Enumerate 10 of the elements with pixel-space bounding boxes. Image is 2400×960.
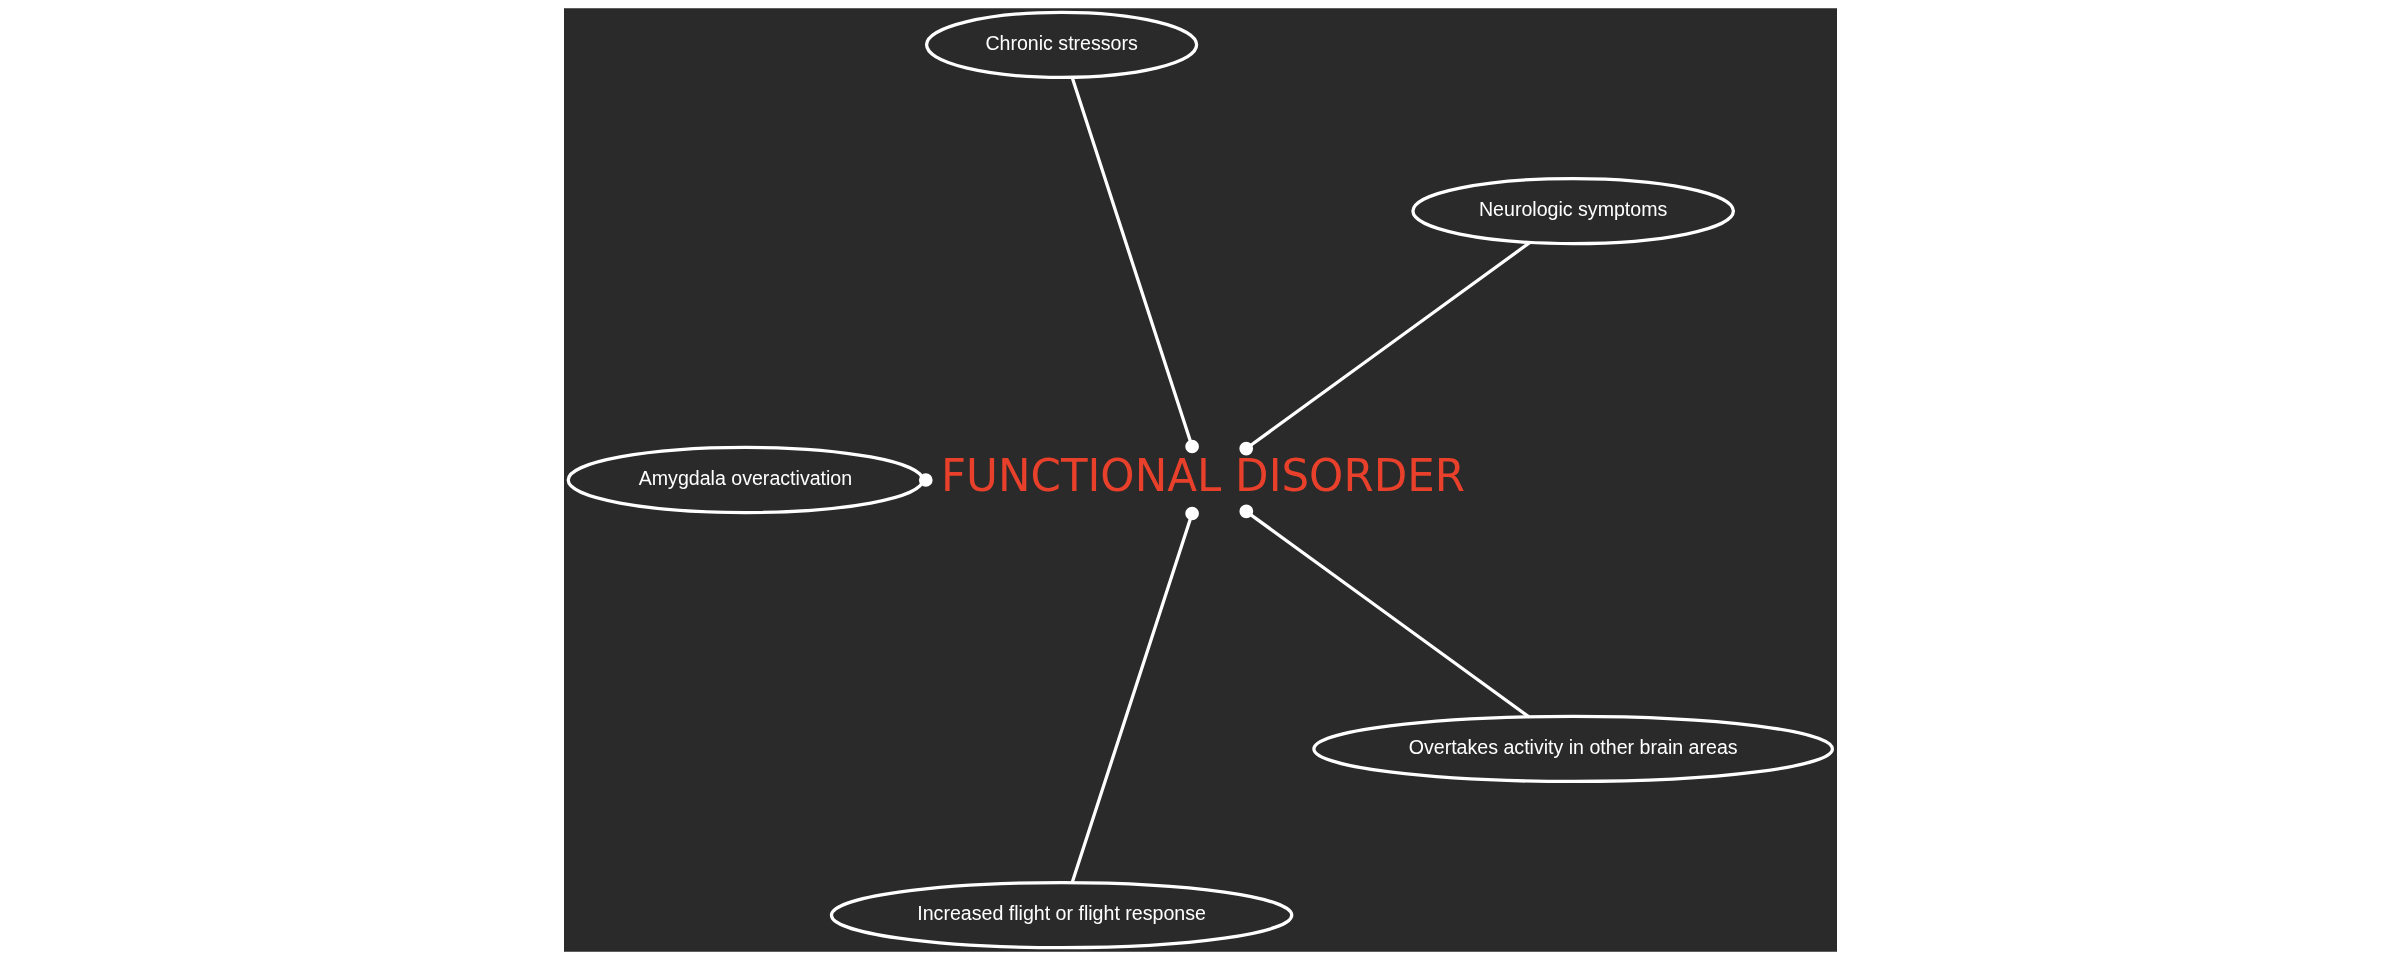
connector xyxy=(918,473,933,487)
node-ellipse: Increased flight or flight response xyxy=(829,880,1293,950)
node-ellipse: Chronic stressors xyxy=(924,10,1198,80)
connector xyxy=(1238,504,1530,719)
node-ellipse: Overtakes activity in other brain areas xyxy=(1311,714,1834,784)
connector xyxy=(1238,241,1531,456)
node-ellipse: Neurologic symptoms xyxy=(1410,176,1735,246)
connector xyxy=(1070,76,1199,454)
node-text: FUNCTIONAL DISORDER xyxy=(940,450,1465,501)
connector xyxy=(1070,506,1199,884)
